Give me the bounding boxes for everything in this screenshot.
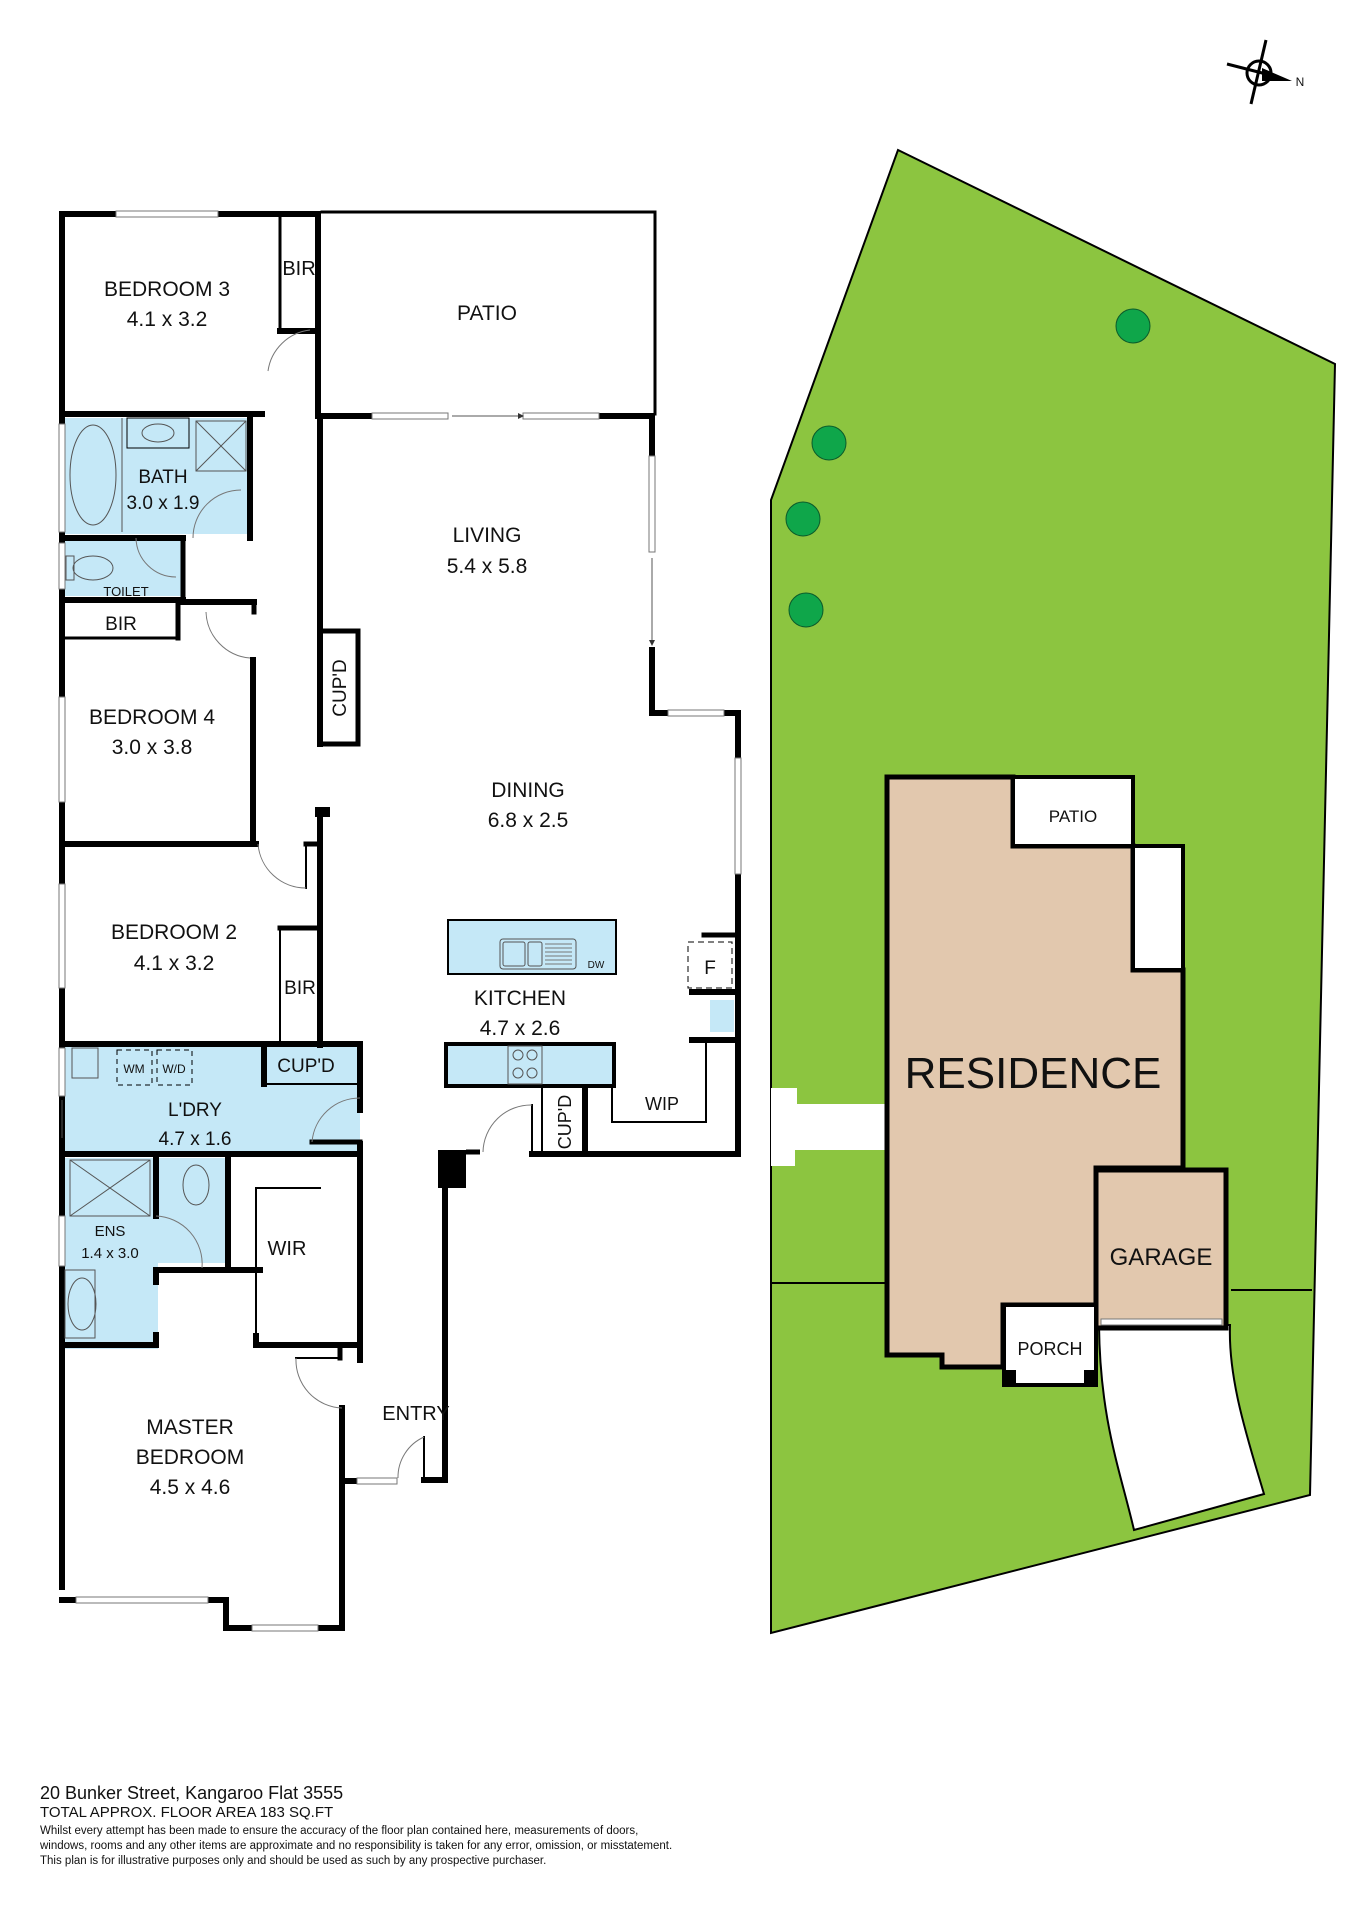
compass-icon: N [1226,39,1305,105]
dims-dining: 6.8 x 2.5 [488,809,569,832]
dims-master: 4.5 x 4.6 [150,1476,231,1499]
label-bir-bed2: BIR [284,978,316,999]
walls [59,210,741,1631]
dims-living: 5.4 x 5.8 [447,555,528,578]
label-wip: WIP [645,1094,679,1114]
porch-label: PORCH [1017,1339,1082,1359]
label-dining: DINING [491,779,565,802]
residence-label: RESIDENCE [905,1049,1162,1098]
label-toilet: TOILET [103,584,148,599]
label-master-1: MASTER [146,1416,234,1439]
label-entry: ENTRY [382,1403,449,1425]
label-dishwasher: DW [588,960,605,971]
entry-pillar [438,1150,466,1188]
driveway [1097,1324,1266,1532]
ensuite-basin-icon [67,1277,97,1331]
tree-icon [785,308,1151,628]
site-patio [1011,775,1135,848]
site-garage [1093,1167,1229,1331]
garage-label: GARAGE [1110,1244,1213,1271]
dims-bedroom3: 4.1 x 3.2 [127,308,208,331]
compass-north-label: N [1296,75,1305,89]
disclaimer-line-2: windows, rooms and any other items are a… [40,1840,673,1852]
label-ensuite: ENS [95,1223,126,1240]
disclaimer: Whilst every attempt has been made to en… [40,1824,940,1869]
floor-area: TOTAL APPROX. FLOOR AREA 183 SQ.FT [40,1804,334,1821]
dims-bedroom2: 4.1 x 3.2 [134,952,215,975]
label-cupd-laundry: CUP'D [277,1056,334,1077]
property-address: 20 Bunker Street, Kangaroo Flat 3555 [40,1783,344,1803]
toilet-icon [72,555,114,581]
bathtub-icon [69,424,117,526]
label-kitchen: KITCHEN [474,987,566,1010]
label-bedroom4: BEDROOM 4 [89,706,215,729]
label-cupd-kitchen: CUP'D [555,1095,575,1149]
room-labels: BEDROOM 3 4.1 x 3.2 BIR PATIO BATH 3.0 x… [81,258,716,1499]
footer: 20 Bunker Street, Kangaroo Flat 3555 TOT… [40,1782,940,1869]
site-porch [1002,1303,1098,1387]
ensuite-toilet-icon [182,1164,210,1206]
label-bir-mid: BIR [105,614,137,635]
label-bath: BATH [138,467,187,488]
site-deck [1131,844,1185,972]
sink-icon [499,938,577,970]
label-cupd-hall: CUP'D [330,659,351,716]
label-living: LIVING [453,524,522,547]
dims-kitchen: 4.7 x 2.6 [480,1017,561,1040]
label-wd: W/D [162,1062,186,1076]
label-bedroom3: BEDROOM 3 [104,278,230,301]
fridge-icon [687,941,733,989]
basin-icon [141,423,175,443]
fixtures [64,417,733,1339]
label-bedroom2: BEDROOM 2 [111,921,237,944]
side-path [771,1088,885,1166]
kitchen-island [447,919,617,975]
shower-icon [195,420,247,472]
label-master-2: BEDROOM [136,1446,245,1469]
kitchen-bench [444,1042,616,1088]
site-patio-label: PATIO [1049,807,1098,826]
label-fridge: F [704,958,716,979]
ensuite-shower-icon [69,1159,151,1217]
dims-laundry: 4.7 x 1.6 [159,1129,232,1150]
windows [58,210,742,1632]
cooktop-icon [507,1045,543,1085]
door-swings [135,329,533,1479]
label-patio: PATIO [457,302,517,325]
disclaimer-line-1: Whilst every attempt has been made to en… [40,1825,639,1837]
disclaimer-line-3: This plan is for illustrative purposes o… [40,1855,547,1867]
trough-icon [71,1047,99,1079]
dims-bath: 3.0 x 1.9 [127,493,200,514]
label-wm: WM [123,1062,144,1076]
label-bir-top: BIR [282,258,315,280]
wet-areas [64,418,734,1349]
label-laundry: L'DRY [168,1100,222,1121]
dims-bedroom4: 3.0 x 3.8 [112,736,193,759]
label-wir: WIR [268,1238,307,1260]
site-plan: PATIO RESIDENCE GARAGE PORCH [770,148,1337,1635]
dims-ensuite: 1.4 x 3.0 [81,1245,139,1262]
